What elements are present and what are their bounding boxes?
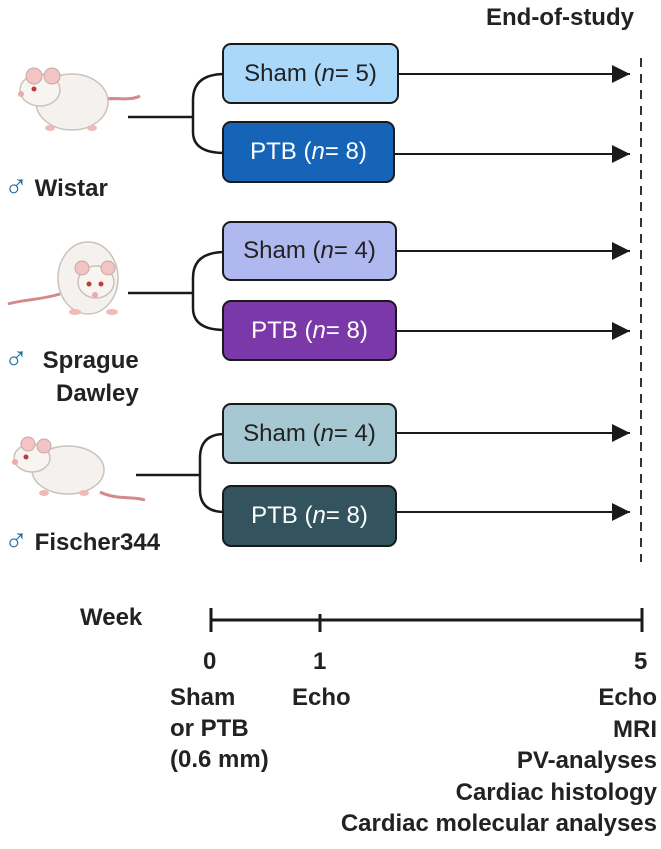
bracket-fischer344 [136,432,226,514]
event-line: PV-analyses [516,747,657,774]
f344-sham-box: Sham (n = 4) [222,403,397,464]
ptb-prefix: PTB ( [250,138,312,165]
rat-wistar-image [18,67,141,131]
week-5-events: Echo MRI PV-analyses Cardiac histology C… [341,682,657,840]
week-5-value: 5 [634,648,648,675]
wistar-ptb-box: PTB (n = 8) [222,121,395,183]
event-line: Cardiac histology [455,778,657,806]
ptb-suffix: = 8) [325,502,368,529]
sham-suffix: = 5) [334,59,377,87]
male-symbol-icon: ♂ [4,339,28,375]
event-line: Cardiac molecular analyses [340,810,657,837]
male-symbol-icon: ♂ [4,521,28,557]
wistar-sham-box: Sham (n = 5) [222,43,399,104]
sham-suffix: = 4) [333,419,376,447]
event-line: (0.6 mm) [170,746,269,773]
timeline-label: Week [80,604,143,631]
timeline-axis [209,608,644,632]
bracket-sprague-dawley [128,250,226,332]
n-variable: n [321,59,335,87]
event-line: or PTB [170,715,249,742]
strain-label-line1: Sprague [42,347,139,374]
sham-prefix: Sham ( [244,59,322,87]
strain-label: Wistar [34,175,108,202]
rat-sprague-dawley-image [7,241,119,315]
ptb-suffix: = 8) [324,138,367,165]
sd-sham-box: Sham (n = 4) [222,221,397,281]
strain-sprague-dawley: ♂ Sprague [4,339,139,376]
strain-fischer344: ♂ Fischer344 [4,521,161,558]
n-variable: n [320,237,334,264]
week-1-value: 1 [313,648,327,675]
strain-label: Fischer344 [34,529,161,556]
event-line: Echo [292,684,351,711]
sham-prefix: Sham ( [243,237,321,264]
bracket-wistar [128,72,226,155]
sd-ptb-box: PTB (n = 8) [222,300,397,361]
ptb-prefix: PTB ( [251,502,313,529]
week-1-events: Echo [292,682,351,713]
event-line: Sham [170,684,236,711]
event-line: Echo [598,684,657,711]
sham-prefix: Sham ( [243,419,321,447]
strain-wistar: ♂ Wistar [4,167,108,204]
male-symbol-icon: ♂ [4,167,28,203]
n-variable: n [320,419,334,447]
rat-fischer344-image [12,436,146,502]
event-line: MRI [613,715,657,743]
ptb-prefix: PTB ( [251,316,313,344]
week-0-value: 0 [203,648,217,675]
strain-sprague-dawley-line2: Dawley [56,380,139,407]
n-variable: n [312,316,326,344]
week-0-events: Sham or PTB (0.6 mm) [170,682,269,775]
end-of-study-label: End-of-study [486,4,634,31]
sham-suffix: = 4) [333,237,376,264]
n-variable: n [311,138,325,165]
n-variable: n [312,502,326,529]
f344-ptb-box: PTB (n = 8) [222,485,397,547]
ptb-suffix: = 8) [325,316,368,344]
